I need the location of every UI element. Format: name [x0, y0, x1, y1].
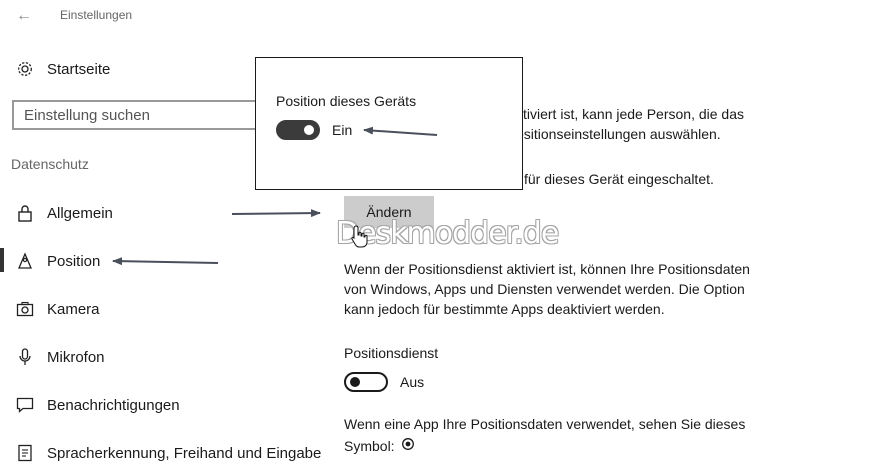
notification-icon — [15, 395, 35, 415]
sidebar-item-benachrichtigungen[interactable]: Benachrichtigungen — [0, 390, 330, 420]
watermark: Deskmodder.de — [336, 216, 559, 251]
device-location-dialog: Position dieses Geräts Ein — [255, 57, 523, 190]
position-icon — [15, 251, 35, 271]
toggle-knob — [304, 125, 314, 135]
service-state-label: Aus — [400, 374, 425, 390]
service-description: Wenn der Positionsdienst aktiviert ist, … — [344, 261, 750, 277]
description-text: ositionseinstellungen auswählen. — [516, 126, 721, 142]
sidebar-item-spracherkennung[interactable]: Spracherkennung, Freihand und Eingabe — [0, 438, 330, 468]
sidebar-item-label: Benachrichtigungen — [47, 396, 180, 414]
sidebar-home[interactable]: Startseite — [0, 54, 330, 84]
service-label: Positionsdienst — [344, 345, 439, 361]
toggle-state-label: Ein — [332, 122, 353, 138]
footer-text: Wenn eine App Ihre Positionsdaten verwen… — [344, 416, 746, 432]
sidebar-item-label: Position — [47, 252, 101, 270]
section-heading-privacy: Datenschutz — [11, 156, 89, 172]
sidebar-item-allgemein[interactable]: Allgemein — [0, 198, 330, 228]
sidebar-item-label: Kamera — [47, 300, 100, 318]
active-indicator — [0, 248, 4, 272]
sidebar-item-mikrofon[interactable]: Mikrofon — [0, 342, 330, 372]
device-status-text: für dieses Gerät eingeschaltet. — [524, 171, 714, 187]
location-service-toggle[interactable] — [344, 372, 388, 392]
service-description: von Windows, Apps und Diensten verwendet… — [344, 281, 745, 297]
gear-icon — [15, 59, 35, 79]
title-bar: ← Einstellungen — [0, 0, 869, 32]
sidebar-item-position[interactable]: Position — [0, 246, 330, 276]
change-button[interactable]: Ändern — [344, 196, 434, 228]
lock-icon — [15, 203, 35, 223]
location-in-use-icon — [401, 437, 415, 456]
sidebar-item-kamera[interactable]: Kamera — [0, 294, 330, 324]
description-text: ktiviert ist, kann jede Person, die das — [516, 106, 745, 122]
back-arrow-icon[interactable]: ← — [16, 7, 32, 24]
camera-icon — [15, 299, 35, 319]
window-title: Einstellungen — [60, 8, 133, 22]
dialog-title: Position dieses Geräts — [276, 93, 417, 109]
microphone-icon — [15, 347, 35, 367]
sidebar-item-label: Allgemein — [47, 204, 113, 222]
service-description: kann jedoch für bestimmte Apps deaktivie… — [344, 301, 665, 317]
device-location-toggle[interactable] — [276, 120, 320, 140]
sidebar-item-label: Mikrofon — [47, 348, 105, 366]
speech-icon — [15, 443, 35, 463]
footer-text: Symbol: — [344, 438, 395, 454]
sidebar-item-label: Spracherkennung, Freihand und Eingabe — [47, 444, 322, 462]
toggle-knob — [350, 377, 360, 387]
sidebar-home-label: Startseite — [47, 60, 111, 78]
